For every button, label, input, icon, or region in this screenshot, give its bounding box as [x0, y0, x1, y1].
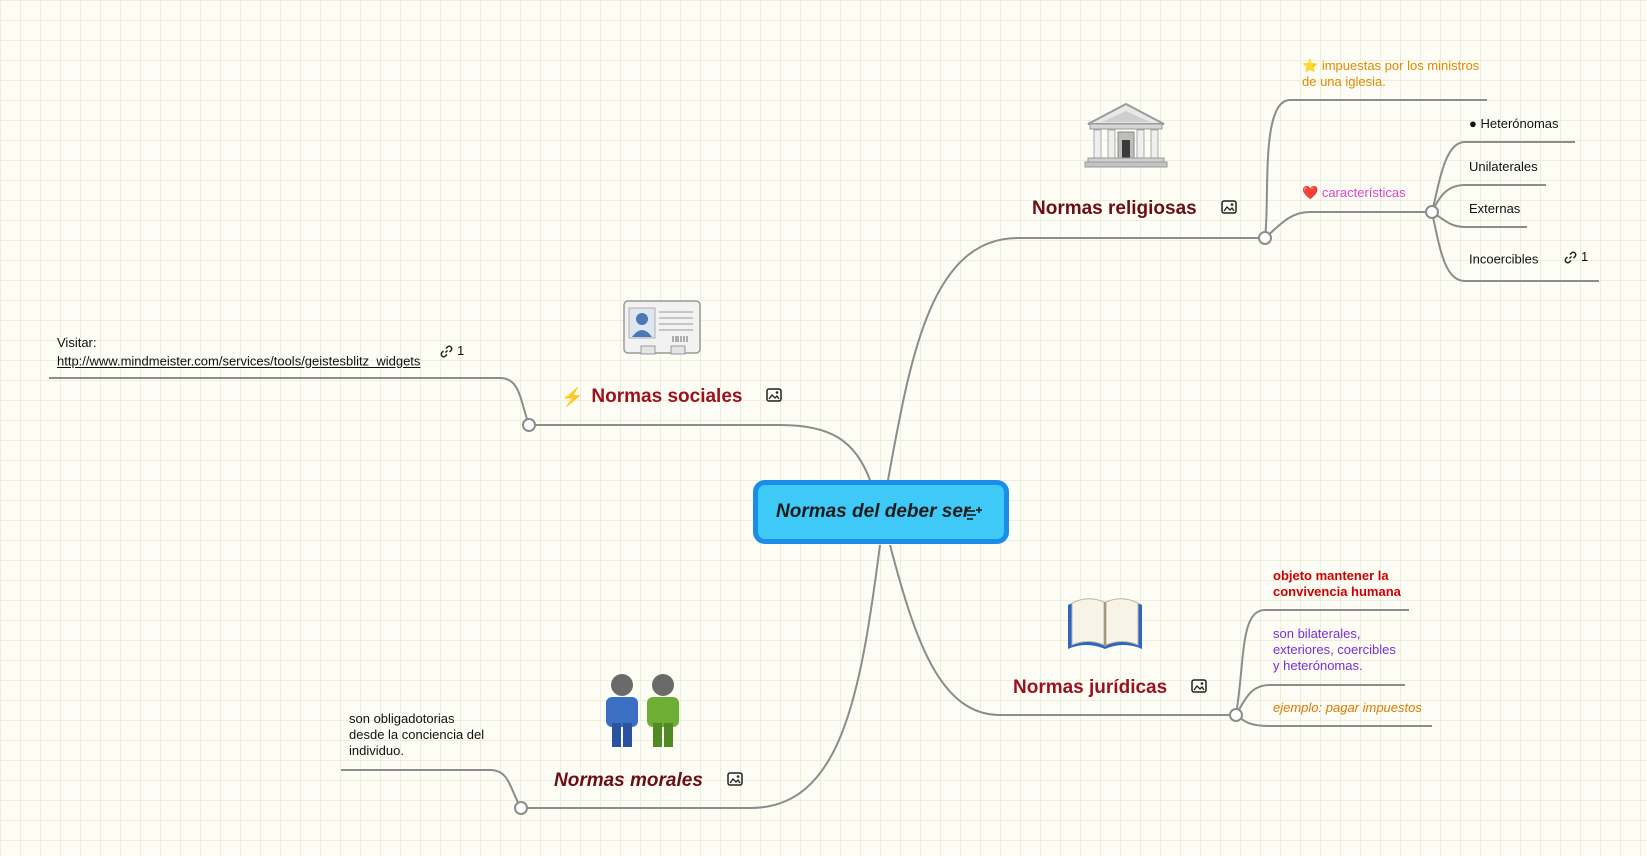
image-icon[interactable] [1191, 677, 1207, 699]
node-text: Heterónomas [1480, 116, 1559, 131]
branch-normas-morales[interactable]: Normas morales [554, 770, 743, 792]
central-topic-title: Normas del deber ser [776, 501, 971, 522]
node-text: individuo. [349, 743, 404, 758]
connector-car-heteronomas [1431, 141, 1575, 213]
node-text: Unilaterales [1469, 159, 1538, 174]
node-unilaterales[interactable]: Unilaterales [1469, 159, 1538, 175]
node-caracteristicas[interactable]: ❤️ características [1302, 185, 1406, 201]
node-text: Externas [1469, 201, 1521, 216]
connector-religiosas-caracteristicas [1264, 211, 1432, 239]
connector-central-juridicas [889, 544, 1236, 716]
node-text: y heterónomas. [1273, 658, 1363, 673]
connector-juridicas-ejemplo [1235, 714, 1432, 727]
node-text: son obligadotorias [349, 711, 455, 726]
collapse-toggle-juridicas [1229, 708, 1243, 722]
node-text: Visitar: [57, 335, 97, 350]
node-text: exteriores, coercibles [1273, 642, 1396, 657]
branch-title: Normas morales [554, 770, 703, 791]
connector-central-morales [521, 544, 881, 809]
central-topic[interactable]: Normas del deber ser [753, 480, 1009, 544]
star-icon: ⭐ [1302, 58, 1319, 73]
connector-central-sociales [529, 424, 871, 481]
collapse-toggle-caracteristicas [1425, 205, 1439, 219]
node-impuestas[interactable]: ⭐ impuestas por los ministros de una igl… [1302, 58, 1479, 90]
node-text: Incoercibles [1469, 251, 1539, 267]
image-icon[interactable] [1221, 198, 1237, 220]
node-text: de una iglesia. [1302, 74, 1386, 89]
collapse-toggle-sociales [522, 418, 536, 432]
node-externas[interactable]: Externas [1469, 201, 1520, 217]
node-obligatorias[interactable]: son obligadotorias desde la conciencia d… [349, 711, 484, 759]
node-objeto[interactable]: objeto mantener la convivencia humana [1273, 568, 1401, 600]
node-text: ejemplo: pagar impuestos [1273, 700, 1422, 715]
heart-icon: ❤️ [1302, 185, 1319, 200]
node-text: características [1321, 185, 1406, 200]
image-icon[interactable] [766, 386, 783, 408]
id-card-image [623, 300, 701, 361]
branch-title: Normas jurídicas [1013, 677, 1168, 698]
node-url-link[interactable]: http://www.mindmeister.com/services/tool… [57, 353, 421, 369]
church-building-image [1084, 102, 1168, 173]
connector-juridicas-objeto [1235, 609, 1409, 716]
link-icon[interactable]: 1 [1564, 249, 1588, 265]
two-people-image [602, 673, 684, 754]
link-count: 1 [457, 343, 465, 358]
notes-icon[interactable] [966, 506, 982, 527]
branch-title: Normas religiosas [1032, 198, 1197, 219]
branch-normas-religiosas[interactable]: Normas religiosas [1032, 198, 1237, 220]
node-text: desde la conciencia del [349, 727, 485, 742]
node-bilaterales[interactable]: son bilaterales, exteriores, coercibles … [1273, 626, 1396, 674]
branch-normas-sociales[interactable]: ⚡ Normas sociales [561, 386, 783, 408]
lightning-icon: ⚡ [561, 386, 584, 407]
node-text: objeto mantener la [1273, 568, 1389, 583]
apple-icon: ● [1469, 116, 1477, 131]
collapse-toggle-religiosas [1258, 231, 1272, 245]
node-text: son bilaterales, [1273, 626, 1361, 641]
image-icon[interactable] [727, 770, 743, 792]
node-text: impuestas por los ministros [1321, 58, 1480, 73]
open-book-image [1066, 593, 1144, 662]
branch-title: Normas sociales [591, 386, 743, 407]
connector-sociales-visitar [49, 377, 530, 426]
node-incoercibles[interactable]: Incoercibles 1 [1469, 249, 1588, 268]
branch-normas-juridicas[interactable]: Normas jurídicas [1013, 677, 1207, 699]
link-icon[interactable]: 1 [440, 343, 464, 359]
collapse-toggle-morales [514, 801, 528, 815]
connector-morales-obligatorias [341, 769, 522, 809]
connector-central-religiosas [887, 237, 1265, 481]
connector-religiosas-impuestas [1264, 99, 1487, 239]
connector-car-incoercibles [1431, 211, 1599, 282]
node-visitar[interactable]: Visitar: http://www.mindmeister.com/serv… [57, 335, 464, 370]
node-ejemplo[interactable]: ejemplo: pagar impuestos [1273, 700, 1422, 716]
node-heteronomas[interactable]: ● Heterónomas [1469, 116, 1559, 132]
link-count: 1 [1581, 249, 1589, 264]
node-text: convivencia humana [1273, 584, 1401, 599]
